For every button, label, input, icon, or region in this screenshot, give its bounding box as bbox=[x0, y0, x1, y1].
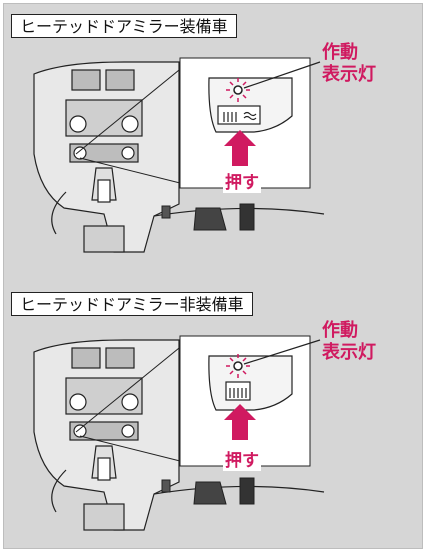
dashboard-illustration bbox=[33, 57, 325, 253]
section-with-heated-mirrors: ヒーテッドドアミラー装備車 作動 表示灯 押す bbox=[4, 4, 424, 276]
callout-line-2: 表示灯 bbox=[322, 64, 376, 85]
callout-line-1: 作動 bbox=[322, 42, 358, 63]
dashboard-illustration bbox=[33, 335, 325, 531]
section-heading: ヒーテッドドアミラー装備車 bbox=[11, 14, 237, 38]
press-arrow-icon bbox=[224, 130, 256, 166]
illustration-frame: ヒーテッドドアミラー装備車 作動 表示灯 押す bbox=[3, 3, 423, 549]
callout-line-1: 作動 bbox=[322, 320, 358, 341]
indicator-callout: 作動 表示灯 bbox=[322, 320, 376, 364]
indicator-light-icon bbox=[226, 354, 250, 378]
indicator-callout: 作動 表示灯 bbox=[322, 42, 376, 86]
defroster-button-icon bbox=[217, 105, 261, 125]
section-heading: ヒーテッドドアミラー非装備車 bbox=[11, 292, 253, 316]
press-label: 押す bbox=[223, 168, 261, 193]
defroster-button-icon bbox=[225, 381, 251, 401]
press-arrow-icon bbox=[224, 404, 256, 440]
section-without-heated-mirrors: ヒーテッドドアミラー非装備車 作動 表示灯 押す bbox=[4, 282, 424, 554]
callout-line-2: 表示灯 bbox=[322, 342, 376, 363]
indicator-light-icon bbox=[226, 78, 250, 102]
press-label: 押す bbox=[223, 446, 261, 471]
